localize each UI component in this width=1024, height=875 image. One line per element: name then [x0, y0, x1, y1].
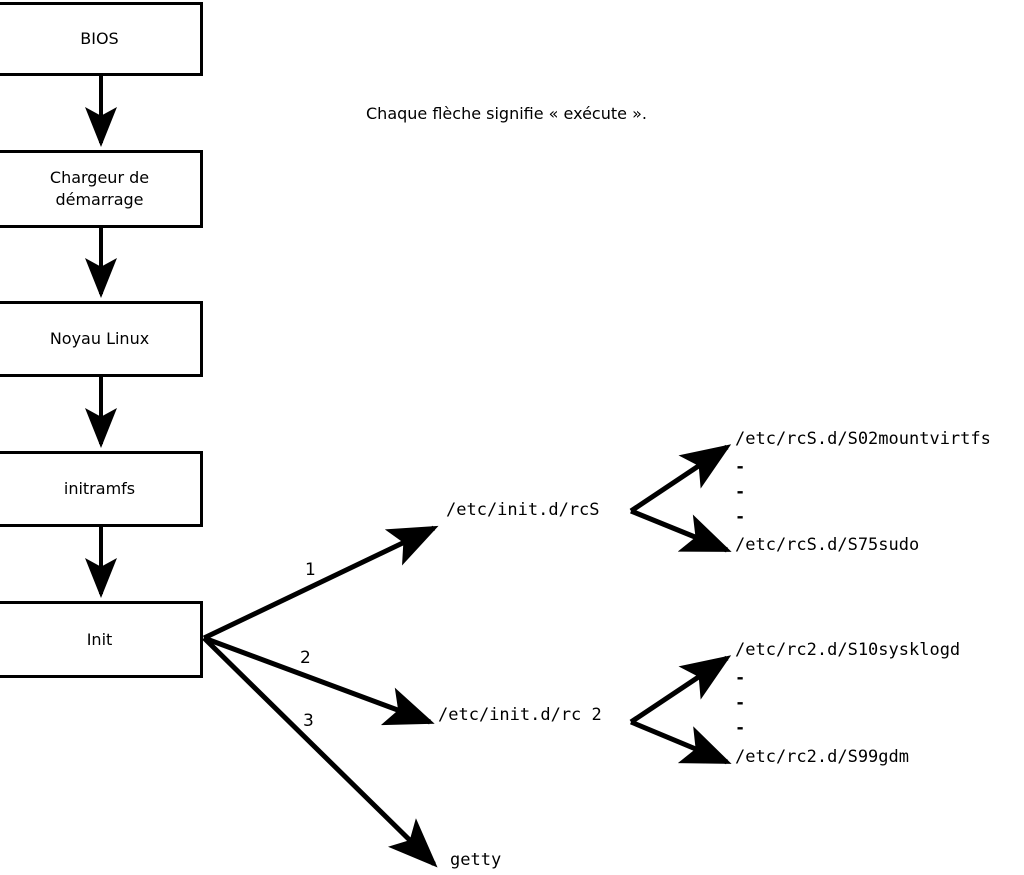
label-init-d-rcs[interactable]: /etc/init.d/rcS: [446, 500, 600, 520]
flow-box-bootloader-label: Chargeur de démarrage: [49, 168, 150, 209]
label-rcs-last-script[interactable]: /etc/rcS.d/S75sudo: [735, 535, 920, 555]
flow-box-initramfs[interactable]: initramfs: [0, 451, 203, 527]
arrow-rcs-to-last-script: [630, 508, 732, 553]
arrow-rcs-to-first-script: [629, 444, 732, 514]
arrow-rc2-to-first-script: [629, 655, 732, 725]
label-rc2-last-script[interactable]: /etc/rc2.d/S99gdm: [735, 747, 909, 767]
flow-box-init-label: Init: [86, 629, 113, 649]
flow-box-bios[interactable]: BIOS: [0, 2, 203, 76]
flow-box-initramfs-label: initramfs: [63, 479, 136, 499]
flow-box-kernel-label: Noyau Linux: [49, 329, 150, 349]
label-init-d-rc2[interactable]: /etc/init.d/rc 2: [438, 705, 602, 725]
branch-number-2: 2: [300, 648, 311, 668]
rcs-ellipsis-dash-2: -: [735, 482, 746, 502]
branch-number-3: 3: [303, 711, 314, 731]
arrow-rc2-to-last-script: [630, 719, 732, 765]
flow-box-init[interactable]: Init: [0, 601, 203, 678]
rc2-ellipsis-dash-2: -: [735, 693, 746, 713]
flow-box-bios-label: BIOS: [80, 29, 119, 49]
rc2-ellipsis-dash-1: -: [735, 668, 746, 688]
flow-box-bootloader[interactable]: Chargeur de démarrage: [0, 150, 203, 228]
label-rcs-first-script[interactable]: /etc/rcS.d/S02mountvirtfs: [735, 429, 991, 449]
rcs-ellipsis-dash-1: -: [735, 457, 746, 477]
arrow-init-branch-1: [202, 525, 439, 641]
arrow-init-branch-2: [203, 635, 435, 726]
rc2-ellipsis-dash-3: -: [735, 718, 746, 738]
branch-number-1: 1: [305, 560, 316, 580]
label-rc2-first-script[interactable]: /etc/rc2.d/S10sysklogd: [735, 640, 961, 660]
arrow-init-branch-3: [202, 636, 438, 868]
flow-box-kernel[interactable]: Noyau Linux: [0, 301, 203, 377]
diagram-caption: Chaque flèche signifie « exécute ».: [366, 104, 647, 123]
label-getty[interactable]: getty: [450, 850, 502, 870]
rcs-ellipsis-dash-3: -: [735, 507, 746, 527]
